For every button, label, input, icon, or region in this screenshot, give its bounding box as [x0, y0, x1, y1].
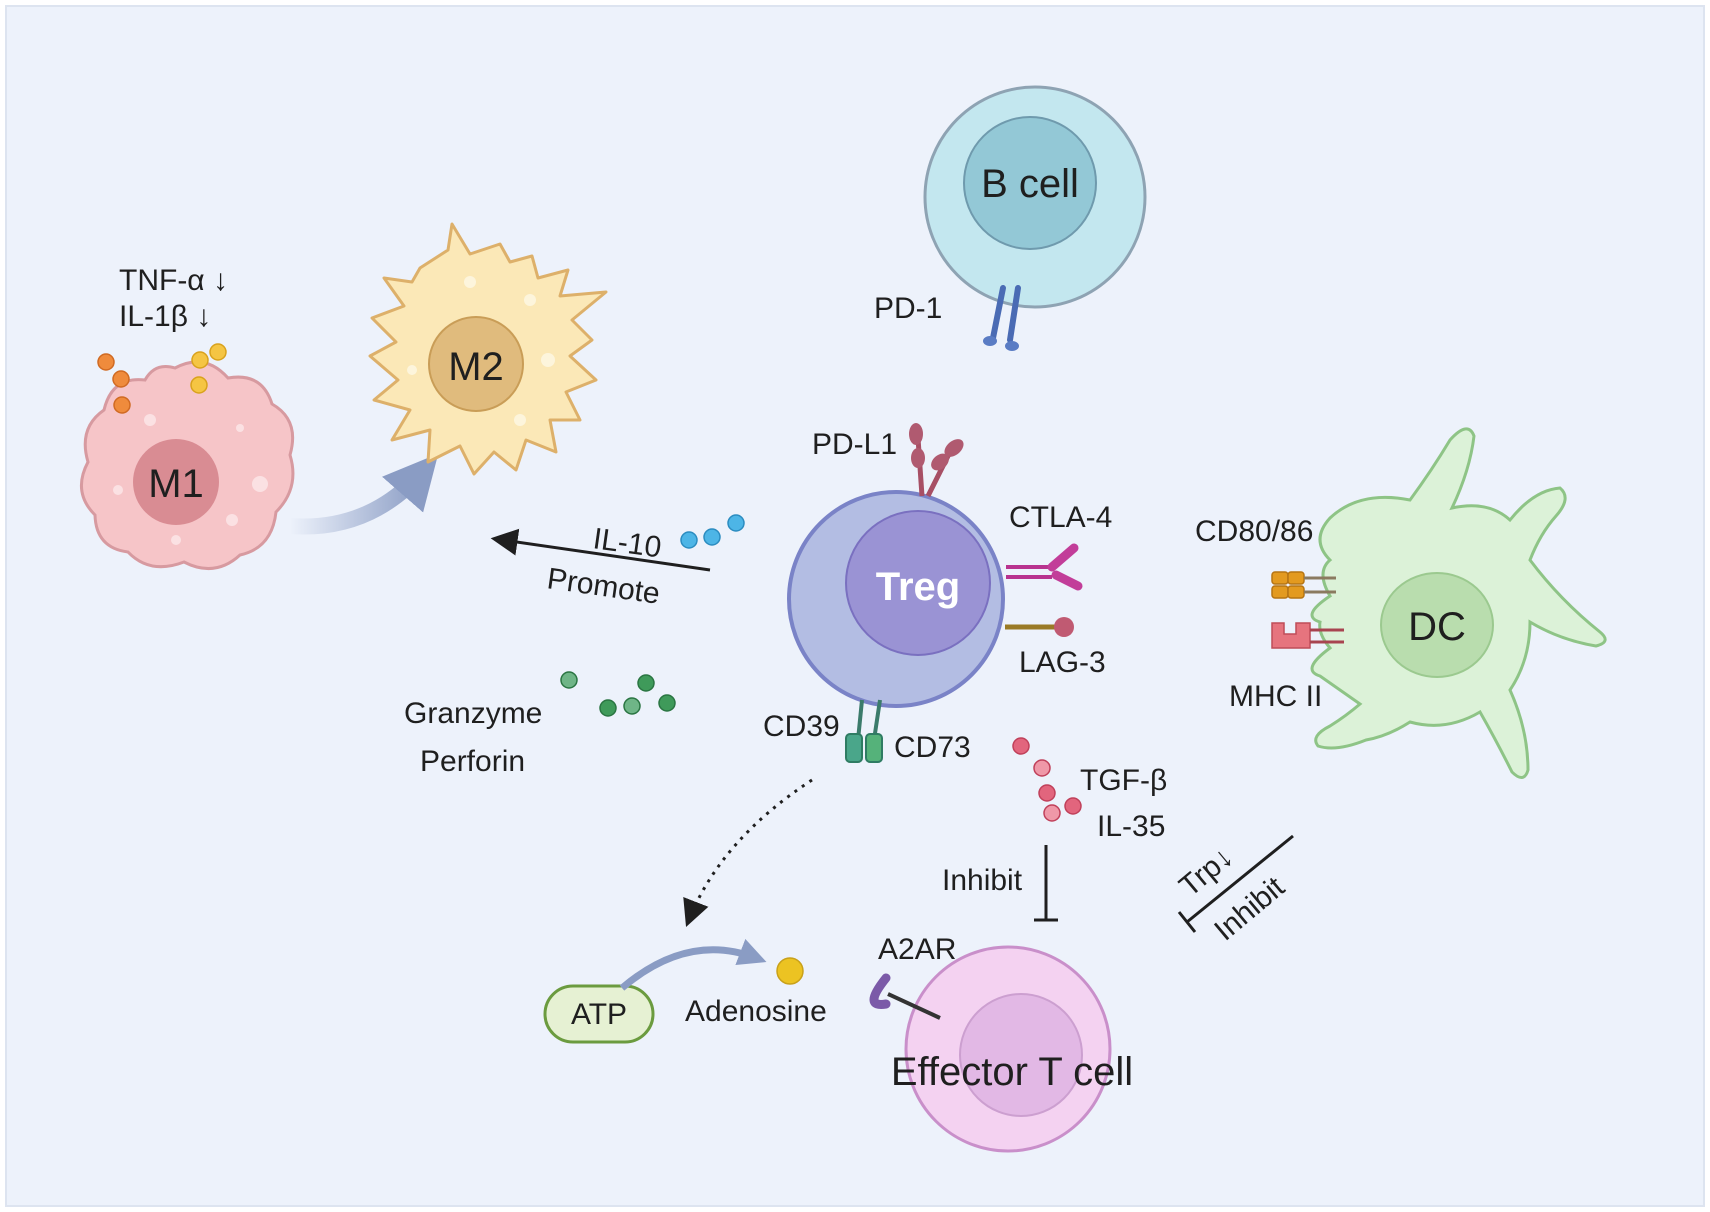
m1-cytokine-dots: [97, 353, 131, 414]
tgf-beta-dots: [1012, 737, 1082, 822]
cd39-label: CD39: [763, 710, 840, 743]
mhc-ii-receptor-icon: [1271, 622, 1344, 649]
treg-cell: Treg: [787, 490, 1005, 708]
m1-macrophage: M1: [79, 360, 295, 571]
dc-label: DC: [1408, 605, 1466, 649]
inhibit-label: Inhibit: [942, 864, 1023, 897]
m2-cytokine-dots: [190, 343, 227, 394]
pd-l1-receptor-icon: [909, 423, 964, 498]
granzyme-dots: [560, 671, 676, 717]
cd80-86-label: CD80/86: [1195, 515, 1313, 548]
dotted-arrow: [683, 778, 813, 928]
atp-capsule: ATP: [543, 984, 655, 1044]
inhibit-bar-vertical: [1034, 845, 1058, 922]
lag-3-receptor-icon: [1005, 617, 1074, 637]
b-cell-label: B cell: [981, 162, 1079, 206]
effector-t-cell-label: Effector T cell: [891, 1050, 1133, 1094]
m1-label: M1: [148, 462, 204, 506]
a2ar-receptor-icon: [869, 973, 941, 1020]
m2-macrophage: M2: [368, 222, 608, 476]
perforin-label: Perforin: [420, 745, 525, 778]
adenosine-label: Adenosine: [685, 995, 827, 1028]
cd80-86-receptor-icon: [1271, 571, 1336, 599]
tnf-alpha-label: TNF-α ↓: [119, 264, 228, 297]
cd73-label: CD73: [894, 731, 971, 764]
granzyme-label: Granzyme: [404, 697, 542, 730]
il-1-beta-label: IL-1β ↓: [119, 300, 211, 333]
promote-arrow: [490, 528, 711, 572]
tgf-beta-label: TGF-β: [1080, 764, 1167, 797]
mhc-ii-label: MHC II: [1229, 680, 1322, 713]
b-cell: B cell: [923, 85, 1147, 309]
treg-label: Treg: [876, 565, 960, 609]
a2ar-label: A2AR: [878, 933, 956, 966]
pd-1-label: PD-1: [874, 292, 942, 325]
cd39-cd73-receptor-icon: [845, 699, 883, 763]
ctla-4-receptor-icon: [1006, 543, 1083, 591]
ctla-4-label: CTLA-4: [1009, 501, 1112, 534]
atp-to-adenosine-arrow: [619, 938, 767, 991]
il-10-dots: [680, 514, 745, 549]
il-35-label: IL-35: [1097, 810, 1165, 843]
adenosine-dot: [776, 957, 804, 985]
effector-t-cell: Effector T cell: [891, 945, 1133, 1153]
m1-to-m2-arrow: [289, 453, 439, 535]
pd-1-receptor-icon: [983, 285, 1021, 351]
inhibit-bar-diagonal: [1177, 834, 1294, 933]
lag-3-label: LAG-3: [1019, 646, 1106, 679]
pd-l1-label: PD-L1: [812, 428, 897, 461]
atp-label: ATP: [571, 998, 627, 1031]
dendritic-cell: DC: [1310, 427, 1607, 779]
m2-label: M2: [448, 345, 504, 389]
